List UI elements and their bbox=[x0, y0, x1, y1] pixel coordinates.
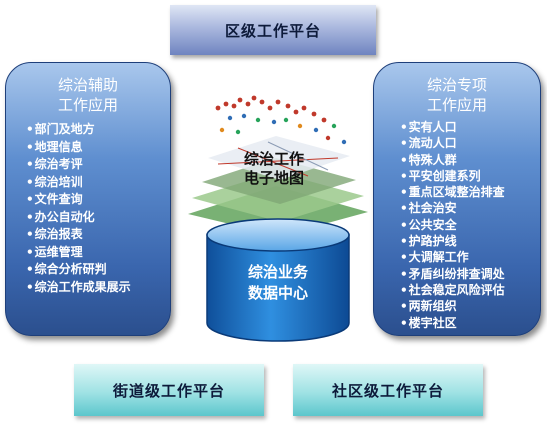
map-layer-satellite bbox=[202, 158, 356, 204]
list-item: 楼宇社区 bbox=[400, 315, 540, 331]
list-item: 特殊人群 bbox=[400, 152, 540, 168]
list-item: 地理信息 bbox=[26, 139, 170, 157]
list-item: 运维管理 bbox=[26, 244, 170, 262]
list-item: 社会稳定风险评估 bbox=[400, 282, 540, 298]
list-item: 综治培训 bbox=[26, 174, 170, 192]
street-platform-bar: 街道级工作平台 bbox=[74, 364, 264, 416]
list-item: 护路护线 bbox=[400, 233, 540, 249]
community-platform-bar: 社区级工作平台 bbox=[293, 364, 483, 416]
list-item: 社会治安 bbox=[400, 200, 540, 216]
list-item: 综治考评 bbox=[26, 156, 170, 174]
auxiliary-apps-panel: 综治辅助 工作应用 部门及地方 地理信息 综治考评 综治培训 文件查询 办公自动… bbox=[5, 62, 171, 336]
list-item: 平安创建系列 bbox=[400, 168, 540, 184]
auxiliary-apps-list: 部门及地方 地理信息 综治考评 综治培训 文件查询 办公自动化 综治报表 运维管… bbox=[26, 121, 170, 296]
list-item: 公共安全 bbox=[400, 217, 540, 233]
list-item: 实有人口 bbox=[400, 119, 540, 135]
district-platform-label: 区级工作平台 bbox=[224, 21, 321, 40]
list-item: 办公自动化 bbox=[26, 209, 170, 227]
map-layer-roads bbox=[208, 136, 350, 180]
list-item: 两新组织 bbox=[400, 298, 540, 314]
list-item: 重点区域整治排查 bbox=[400, 184, 540, 200]
list-item: 大调解工作 bbox=[400, 249, 540, 265]
database-cylinder-icon bbox=[206, 218, 350, 342]
list-item: 综治工作成果展示 bbox=[26, 279, 170, 297]
special-apps-title: 综治专项 工作应用 bbox=[426, 76, 487, 114]
special-apps-panel: 综治专项 工作应用 实有人口 流动人口 特殊人群 平安创建系列 重点区域整治排查… bbox=[373, 62, 541, 336]
street-platform-label: 街道级工作平台 bbox=[112, 381, 225, 400]
district-platform-bar: 区级工作平台 bbox=[170, 5, 376, 55]
list-item: 文件查询 bbox=[26, 191, 170, 209]
list-item: 综治报表 bbox=[26, 226, 170, 244]
list-item: 综合分析研判 bbox=[26, 261, 170, 279]
community-platform-label: 社区级工作平台 bbox=[331, 381, 444, 400]
data-center-label: 综治业务 数据中心 bbox=[247, 263, 308, 302]
electronic-map-label: 综治工作 电子地图 bbox=[243, 150, 304, 187]
auxiliary-apps-title: 综治辅助 工作应用 bbox=[57, 76, 118, 114]
list-item: 部门及地方 bbox=[26, 121, 170, 139]
special-apps-list: 实有人口 流动人口 特殊人群 平安创建系列 重点区域整治排查 社会治安 公共安全… bbox=[400, 119, 540, 331]
list-item: 流动人口 bbox=[400, 135, 540, 151]
list-item: 矛盾纠纷排查调处 bbox=[400, 266, 540, 282]
map-layer-points bbox=[215, 95, 347, 145]
